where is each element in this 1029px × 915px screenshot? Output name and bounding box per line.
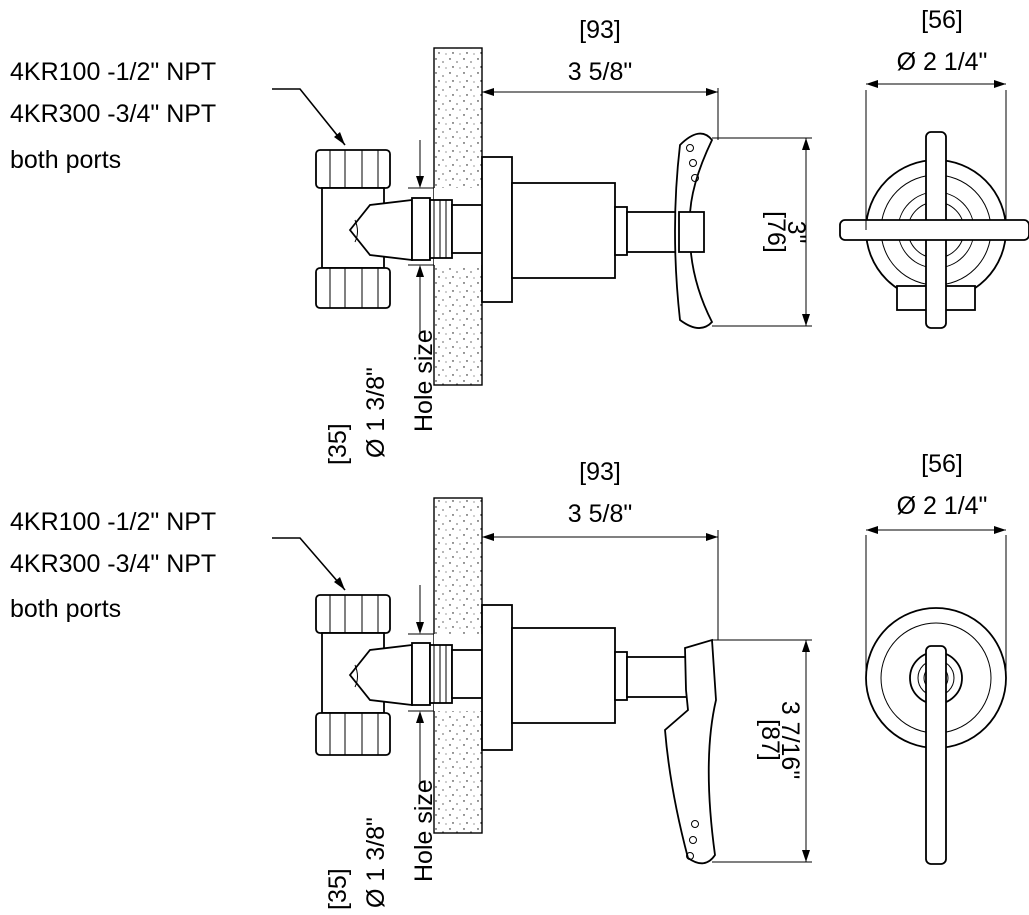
top-hole-label: Hole size <box>410 329 438 432</box>
top-handle-hub <box>678 211 705 253</box>
top-length-arrow-right <box>706 88 718 96</box>
top-flange-in: Ø 2 1/4" <box>897 48 988 76</box>
top-hole-mm: [35] <box>324 423 352 465</box>
bottom-port-label-line1: 4KR100 -1/2" NPT <box>10 508 216 536</box>
bottom-handle-arrow-top <box>802 640 810 652</box>
bottom-port-label-line2: 4KR300 -3/4" NPT <box>10 550 216 578</box>
top-stem-collar <box>614 206 628 256</box>
bottom-flange-mm: [56] <box>921 450 963 478</box>
top-handle-hole-1 <box>686 144 694 152</box>
bottom-leader-arrow <box>334 577 345 590</box>
top-handle-hole-2 <box>689 159 697 167</box>
top-bonnet <box>511 182 616 279</box>
top-hole-arrowhead-upper <box>416 176 424 188</box>
top-flange-arrow-right <box>994 80 1006 88</box>
bottom-lever-hole-2 <box>689 836 697 844</box>
top-hole-arrowhead-lower <box>416 265 424 277</box>
bottom-handle-mm: [87] <box>756 719 784 761</box>
top-valve-view: 4KR100 -1/2" NPT 4KR300 -3/4" NPT both p… <box>10 6 1029 465</box>
top-front-view <box>839 131 1029 329</box>
bottom-lever-hole-1 <box>686 852 694 860</box>
top-port-label-line2: 4KR300 -3/4" NPT <box>10 100 216 128</box>
top-port-leader <box>272 88 346 146</box>
bottom-lever-side <box>664 638 717 865</box>
top-length-arrow-left <box>482 88 494 96</box>
bottom-tee-body <box>315 594 483 756</box>
top-flange-arrow-left <box>866 80 878 88</box>
top-stem <box>626 211 680 253</box>
bottom-handle-in: 3 7/16" <box>776 701 804 779</box>
top-length-mm: [93] <box>579 16 621 44</box>
bottom-bonnet <box>511 627 616 724</box>
top-leader-arrow <box>334 132 345 145</box>
bottom-flange-arrow-right <box>994 526 1006 534</box>
bottom-length-arrow-left <box>482 533 494 541</box>
top-flange <box>481 156 513 303</box>
bottom-hole-arrowhead-lower <box>416 711 424 723</box>
bottom-flange <box>481 604 513 751</box>
top-handle-side <box>674 132 714 329</box>
top-handle-in: 3" <box>782 221 810 244</box>
bottom-hole-in: Ø 1 3/8" <box>362 817 390 908</box>
top-length-in: 3 5/8" <box>568 58 632 86</box>
bottom-front-view <box>865 607 1007 865</box>
top-tee-body <box>315 149 483 309</box>
bottom-port-leader <box>272 537 346 591</box>
bottom-valve-view: 4KR100 -1/2" NPT 4KR300 -3/4" NPT both p… <box>10 450 1007 910</box>
bottom-length-arrow-right <box>706 533 718 541</box>
top-handle-mm: [76] <box>762 211 790 253</box>
bottom-lever-hole-3 <box>691 820 699 828</box>
top-port-label-line3: both ports <box>10 146 121 174</box>
bottom-hole-label: Hole size <box>410 779 438 882</box>
bottom-length-in: 3 5/8" <box>568 500 632 528</box>
top-handle-hole-3 <box>691 174 699 182</box>
top-flange-mm: [56] <box>921 6 963 34</box>
top-hole-in: Ø 1 3/8" <box>362 367 390 458</box>
bottom-hole-mm: [35] <box>324 868 352 910</box>
bottom-flange-in: Ø 2 1/4" <box>897 492 988 520</box>
top-handle-arrow-top <box>802 138 810 150</box>
bottom-flange-arrow-left <box>866 526 878 534</box>
bottom-port-label-line3: both ports <box>10 595 121 623</box>
bottom-hole-arrowhead-upper <box>416 622 424 634</box>
bottom-length-mm: [93] <box>579 458 621 486</box>
bottom-stem <box>626 656 688 698</box>
bottom-handle-arrow-bottom <box>802 850 810 862</box>
bottom-stem-collar <box>614 651 628 701</box>
top-port-label-line1: 4KR100 -1/2" NPT <box>10 58 216 86</box>
top-handle-arrow-bottom <box>802 314 810 326</box>
